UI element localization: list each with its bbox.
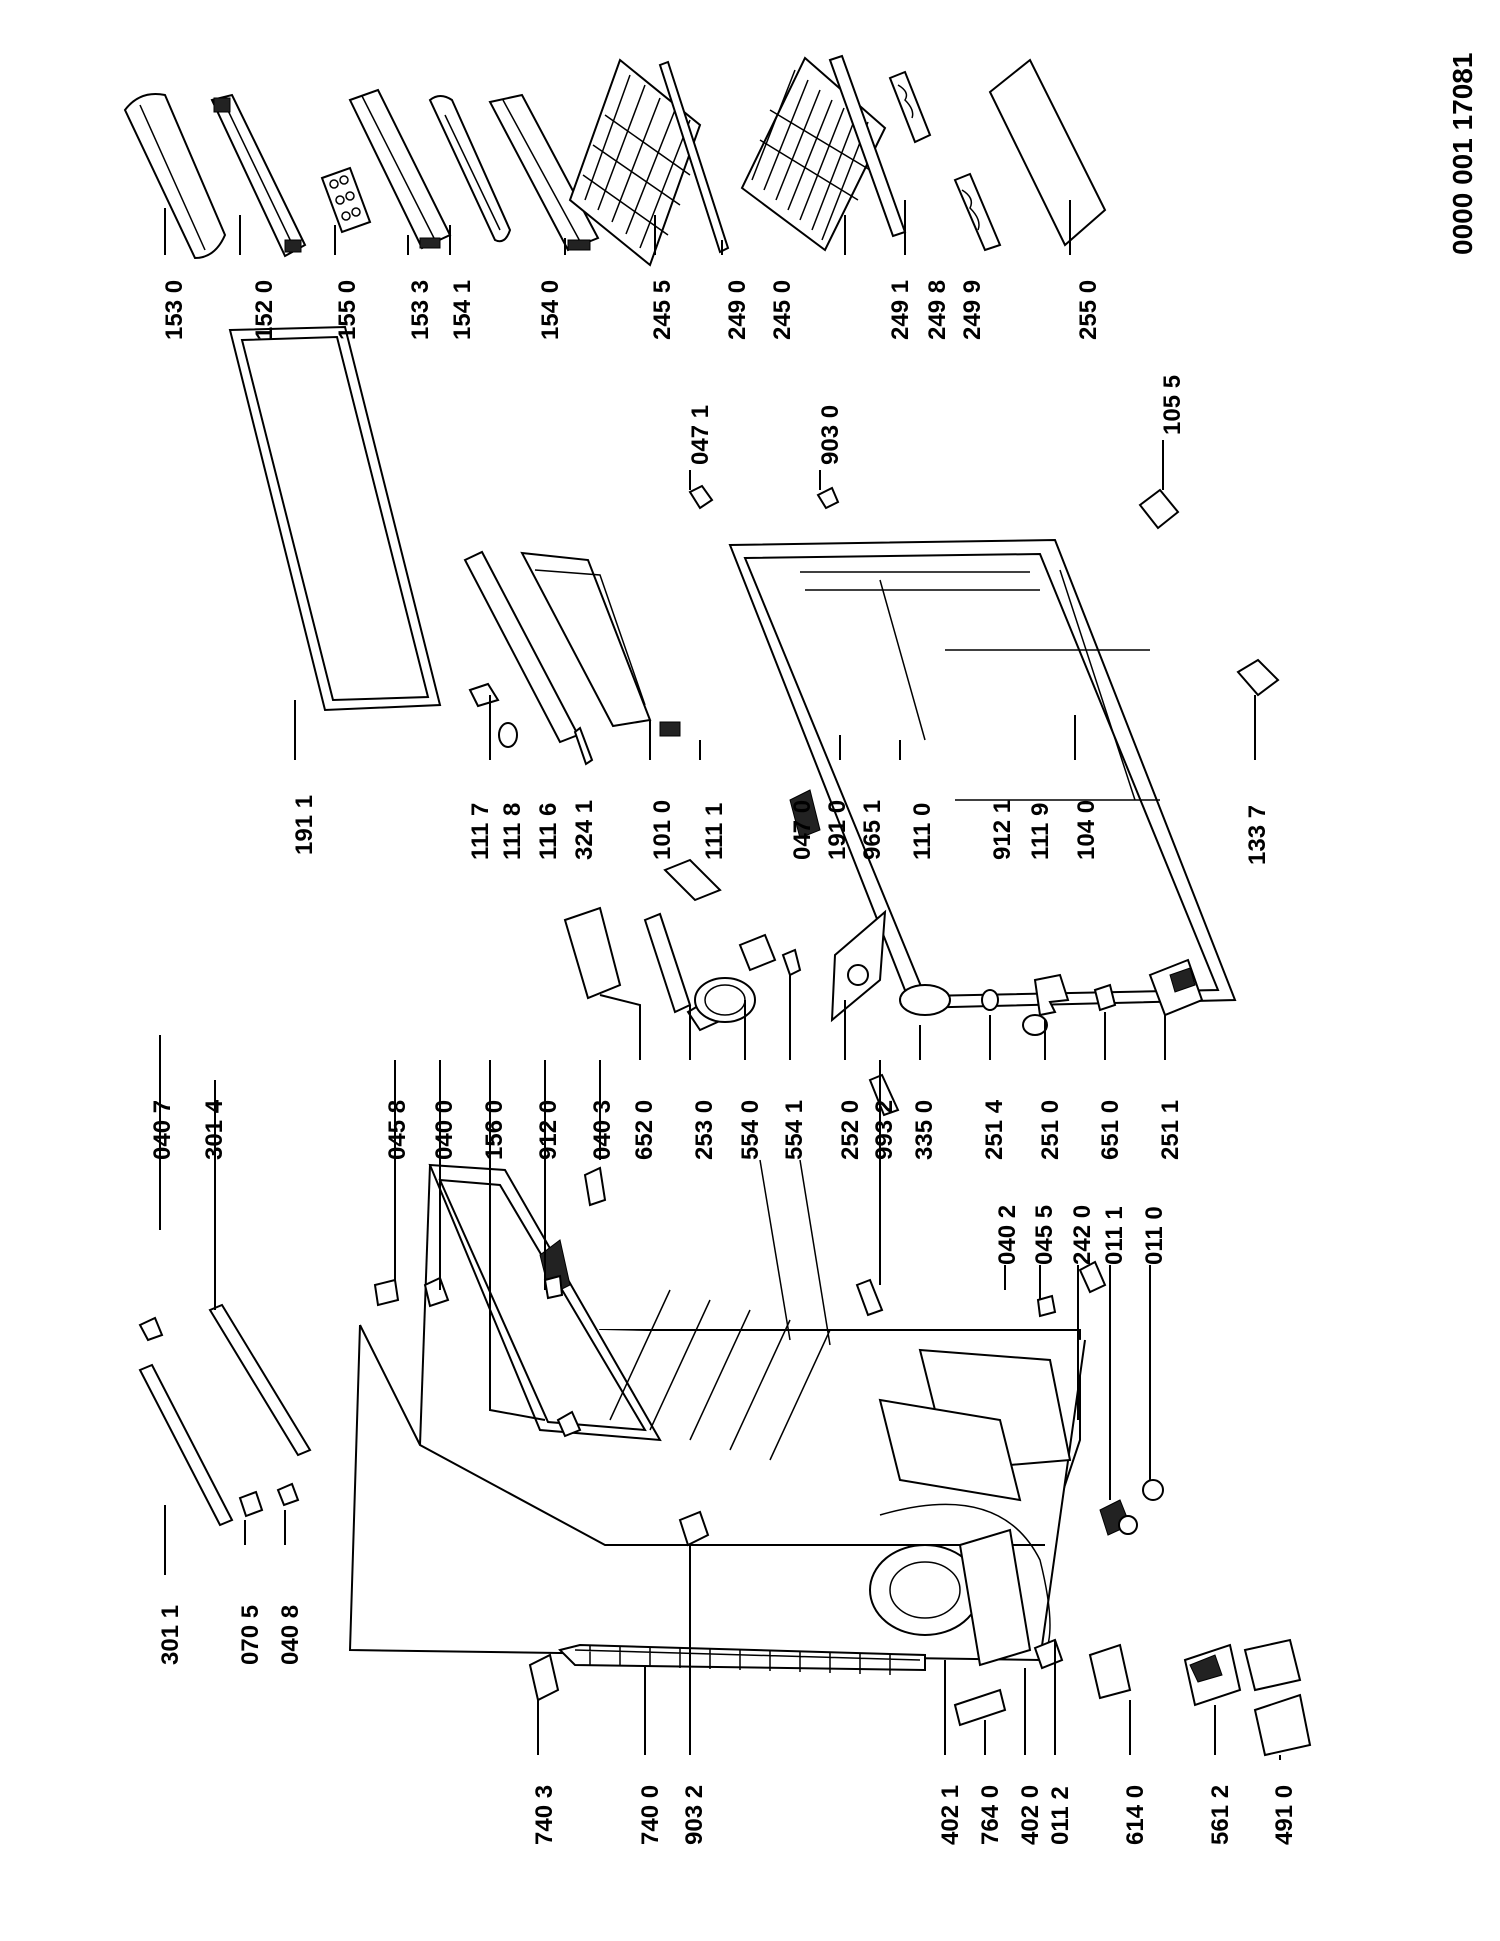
label-252-0: 252 0 bbox=[837, 1100, 864, 1160]
label-249-1: 249 1 bbox=[887, 280, 914, 340]
label-965-1: 965 1 bbox=[859, 800, 886, 860]
label-101-0: 101 0 bbox=[649, 800, 676, 860]
door-gasket-drawing bbox=[228, 325, 442, 712]
label-111-8: 111 8 bbox=[499, 803, 526, 860]
label-614-0: 614 0 bbox=[1122, 1785, 1149, 1845]
label-251-4: 251 4 bbox=[981, 1099, 1008, 1160]
label-554-1: 554 1 bbox=[781, 1100, 808, 1160]
label-156-0: 156 0 bbox=[481, 1100, 508, 1160]
label-152-0: 152 0 bbox=[251, 280, 278, 340]
label-561-2: 561 2 bbox=[1207, 1785, 1234, 1845]
label-764-0: 764 0 bbox=[977, 1785, 1004, 1845]
cabinet-drawing bbox=[348, 1159, 1086, 1662]
label-253-0: 253 0 bbox=[691, 1100, 718, 1160]
label-111-1: 111 1 bbox=[701, 803, 728, 860]
label-154-1: 154 1 bbox=[449, 280, 476, 340]
leader-lines bbox=[159, 200, 1281, 1760]
egg-tray-drawing bbox=[320, 166, 372, 234]
label-740-0: 740 0 bbox=[637, 1785, 664, 1845]
label-324-1: 324 1 bbox=[571, 800, 598, 860]
label-301-1: 301 1 bbox=[157, 1605, 184, 1665]
label-040-2: 040 2 bbox=[994, 1205, 1021, 1265]
label-251-1: 251 1 bbox=[1157, 1100, 1184, 1160]
label-011-1: 011 1 bbox=[1101, 1206, 1128, 1265]
label-245-5: 245 5 bbox=[649, 280, 676, 340]
label-912-0: 912 0 bbox=[535, 1100, 562, 1160]
main-door-drawing bbox=[663, 538, 1237, 1117]
label-104-0: 104 0 bbox=[1073, 800, 1100, 860]
label-040-0: 040 0 bbox=[431, 1100, 458, 1160]
glass-shelf-trim-drawing bbox=[658, 60, 730, 254]
label-402-1: 402 1 bbox=[937, 1785, 964, 1845]
part-labels: 153 0 152 0 155 0 153 3 154 1 154 0 245 … bbox=[149, 280, 1298, 1845]
label-912-1: 912 1 bbox=[989, 800, 1016, 860]
label-153-0: 153 0 bbox=[161, 280, 188, 340]
shelf-support-drawing bbox=[888, 70, 1002, 252]
label-040-3: 040 3 bbox=[589, 1100, 616, 1160]
label-251-0: 251 0 bbox=[1037, 1100, 1064, 1160]
control-parts-drawings bbox=[563, 906, 1204, 1023]
door-shelf-lid-drawing bbox=[123, 93, 227, 260]
label-249-8: 249 8 bbox=[924, 280, 951, 340]
label-111-9: 111 9 bbox=[1027, 803, 1054, 860]
label-045-5: 045 5 bbox=[1031, 1205, 1058, 1265]
label-651-0: 651 0 bbox=[1097, 1100, 1124, 1160]
glass-plate-drawing bbox=[988, 58, 1107, 247]
label-047-0: 047 0 bbox=[789, 800, 816, 860]
label-903-2: 903 2 bbox=[681, 1785, 708, 1845]
label-105-5: 105 5 bbox=[1159, 375, 1186, 435]
label-154-0: 154 0 bbox=[537, 280, 564, 340]
label-903-0: 903 0 bbox=[817, 405, 844, 465]
part-illustrations bbox=[123, 54, 1312, 1757]
label-249-9: 249 9 bbox=[959, 280, 986, 340]
label-040-7: 040 7 bbox=[149, 1100, 176, 1160]
label-011-2: 011 2 bbox=[1047, 1786, 1074, 1845]
label-040-8: 040 8 bbox=[277, 1605, 304, 1665]
label-255-0: 255 0 bbox=[1075, 280, 1102, 340]
door-bin-drawing bbox=[488, 93, 600, 252]
label-111-6: 111 6 bbox=[535, 803, 562, 860]
label-249-0: 249 0 bbox=[724, 280, 751, 340]
label-554-0: 554 0 bbox=[737, 1100, 764, 1160]
label-191-1: 191 1 bbox=[291, 795, 318, 855]
label-047-1: 047 1 bbox=[687, 405, 714, 465]
label-301-4: 301 4 bbox=[201, 1099, 228, 1160]
label-070-5: 070 5 bbox=[237, 1605, 264, 1665]
label-011-0: 011 0 bbox=[1141, 1206, 1168, 1265]
door-shelf-drawing bbox=[210, 93, 307, 258]
label-740-3: 740 3 bbox=[531, 1785, 558, 1845]
label-491-0: 491 0 bbox=[1271, 1785, 1298, 1845]
label-155-0: 155 0 bbox=[334, 280, 361, 340]
shelf-divider-drawing bbox=[428, 95, 512, 243]
label-242-0: 242 0 bbox=[1069, 1205, 1096, 1265]
label-191-0: 191 0 bbox=[824, 800, 851, 860]
label-111-7: 111 7 bbox=[467, 803, 494, 860]
label-045-8: 045 8 bbox=[384, 1100, 411, 1160]
wire-shelf-small-drawing bbox=[568, 58, 702, 267]
freezer-door-drawing bbox=[463, 550, 681, 766]
bottom-small-parts-drawings bbox=[528, 1260, 1312, 1757]
label-652-0: 652 0 bbox=[631, 1100, 658, 1160]
label-402-0: 402 0 bbox=[1017, 1785, 1044, 1845]
label-245-0: 245 0 bbox=[769, 280, 796, 340]
clip-drawings bbox=[688, 484, 1280, 697]
label-335-0: 335 0 bbox=[911, 1100, 938, 1160]
label-133-7: 133 7 bbox=[1244, 805, 1271, 865]
top-trim-drawings bbox=[138, 1274, 884, 1527]
label-153-3: 153 3 bbox=[407, 280, 434, 340]
label-993-2: 993 2 bbox=[871, 1100, 898, 1160]
condenser-drawing bbox=[558, 1643, 926, 1675]
document-number: 0000 001 17081 bbox=[1447, 53, 1478, 255]
label-111-0: 111 0 bbox=[909, 803, 936, 860]
